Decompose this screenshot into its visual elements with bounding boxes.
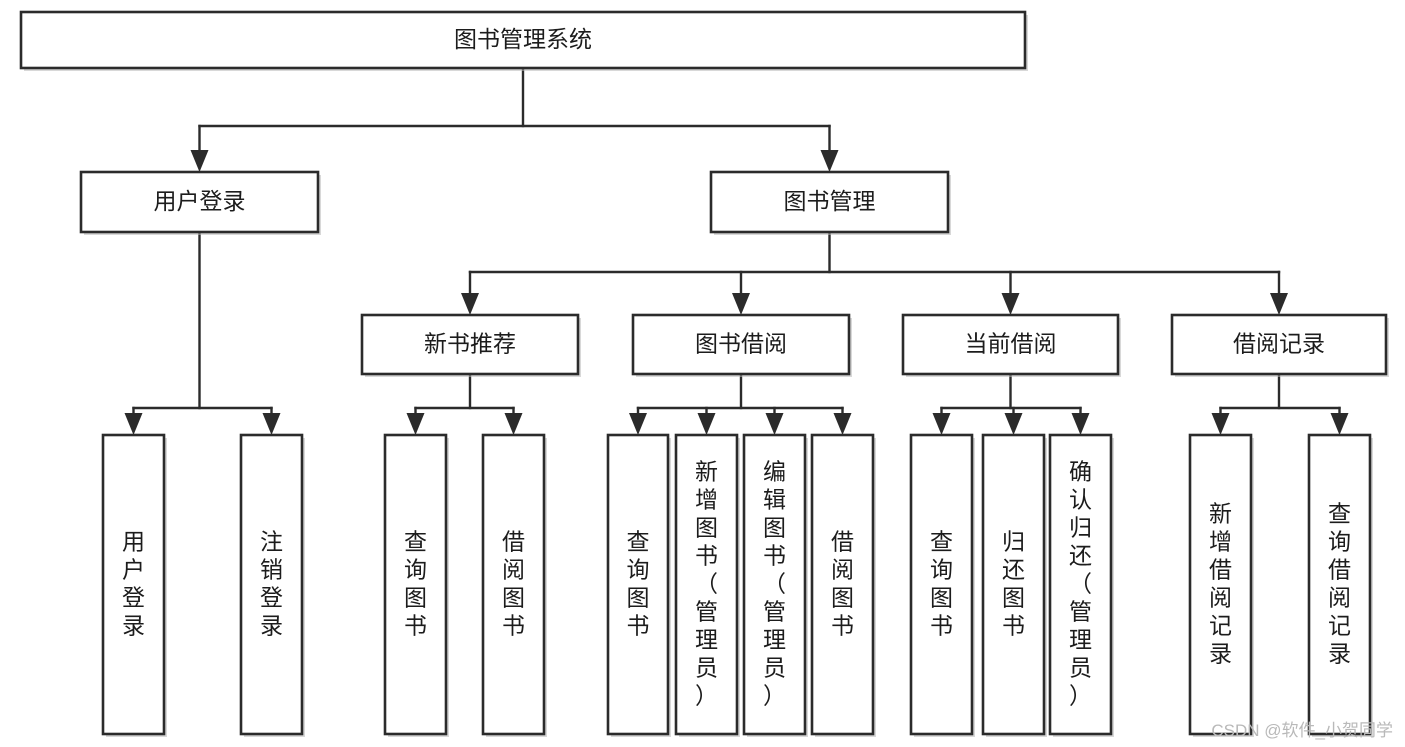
arrowhead-icon [1211,413,1230,435]
node-label: 新书推荐 [424,331,516,357]
node-box[interactable] [383,433,448,736]
arrowhead-icon [461,293,479,315]
arrowhead-icon [732,293,750,315]
node-current[interactable]: 当前借阅 [901,313,1121,377]
arrowhead-icon [1330,413,1349,435]
node-box[interactable] [481,433,546,736]
node-leaf-borrow-book-2[interactable]: 借阅图书 [810,433,876,737]
node-label: 新增图书（管理员） [695,459,718,709]
arrowhead-icon [262,413,281,435]
connector-layer [124,66,1349,435]
node-box[interactable] [1170,313,1388,376]
node-label: 归还图书 [1002,529,1025,639]
node-records[interactable]: 借阅记录 [1170,313,1389,377]
node-borrow[interactable]: 图书借阅 [631,313,852,377]
node-label: 当前借阅 [965,331,1057,357]
node-label: 图书管理系统 [454,26,592,52]
node-leaf-edit-book[interactable]: 编辑图书（管理员） [742,433,808,737]
node-label: 借阅图书 [831,529,854,639]
node-label: 查询图书 [404,529,427,639]
node-login[interactable]: 用户登录 [79,170,321,235]
node-box[interactable] [239,433,304,736]
node-label: 图书借阅 [695,331,787,357]
node-leaf-return-book[interactable]: 归还图书 [981,433,1047,737]
node-label: 查询图书 [627,529,650,639]
node-box[interactable] [901,313,1120,376]
arrowhead-icon [820,150,839,172]
node-newbook[interactable]: 新书推荐 [360,313,581,377]
node-layer: 图书管理系统用户登录图书管理新书推荐图书借阅当前借阅借阅记录用户登录注销登录查询… [19,10,1389,737]
arrowhead-icon [765,413,784,435]
arrowhead-icon [504,413,523,435]
arrowhead-icon [124,413,143,435]
node-leaf-query-book-1[interactable]: 查询图书 [383,433,449,737]
node-box[interactable] [631,313,851,376]
node-label: 用户登录 [122,529,145,639]
node-box[interactable] [709,170,950,234]
arrowhead-icon [1001,293,1020,315]
node-box[interactable] [1048,433,1113,736]
node-leaf-query-book-2[interactable]: 查询图书 [606,433,671,737]
node-box[interactable] [810,433,875,736]
arrowhead-icon [1004,413,1023,435]
node-leaf-query-record[interactable]: 查询借阅记录 [1307,433,1373,737]
node-leaf-confirm-return[interactable]: 确认归还（管理员） [1048,433,1114,737]
node-box[interactable] [101,433,166,736]
node-leaf-user-login[interactable]: 用户登录 [101,433,167,737]
node-box[interactable] [909,433,974,736]
node-box[interactable] [742,433,807,736]
node-leaf-query-book-3[interactable]: 查询图书 [909,433,975,737]
arrowhead-icon [1071,413,1090,435]
node-box[interactable] [606,433,670,736]
node-box[interactable] [360,313,580,376]
node-label: 确认归还（管理员） [1069,459,1092,709]
node-box[interactable] [981,433,1046,736]
arrowhead-icon [697,413,716,435]
node-label: 用户登录 [154,188,246,214]
node-label: 借阅图书 [502,529,525,639]
node-leaf-add-record[interactable]: 新增借阅记录 [1188,433,1254,737]
node-label: 图书管理 [784,188,876,214]
arrowhead-icon [190,150,209,172]
node-box[interactable] [79,170,320,234]
node-leaf-add-book[interactable]: 新增图书（管理员） [674,433,740,737]
node-label: 注销登录 [260,529,283,639]
arrowhead-icon [406,413,425,435]
node-leaf-borrow-book-1[interactable]: 借阅图书 [481,433,547,737]
node-box[interactable] [19,10,1027,70]
node-label: 编辑图书（管理员） [763,459,786,709]
node-label: 借阅记录 [1233,331,1325,357]
arrowhead-icon [1270,293,1288,315]
node-leaf-logout[interactable]: 注销登录 [239,433,305,737]
arrowhead-icon [833,413,852,435]
node-box[interactable] [1307,433,1372,736]
node-box[interactable] [1188,433,1253,736]
node-label: 新增借阅记录 [1209,501,1232,667]
node-label: 查询借阅记录 [1328,501,1351,667]
arrowhead-icon [932,413,951,435]
arrowhead-icon [629,413,647,435]
node-box[interactable] [674,433,739,736]
node-root[interactable]: 图书管理系统 [19,10,1028,71]
node-label: 查询图书 [930,529,953,639]
node-bookmgr[interactable]: 图书管理 [709,170,951,235]
